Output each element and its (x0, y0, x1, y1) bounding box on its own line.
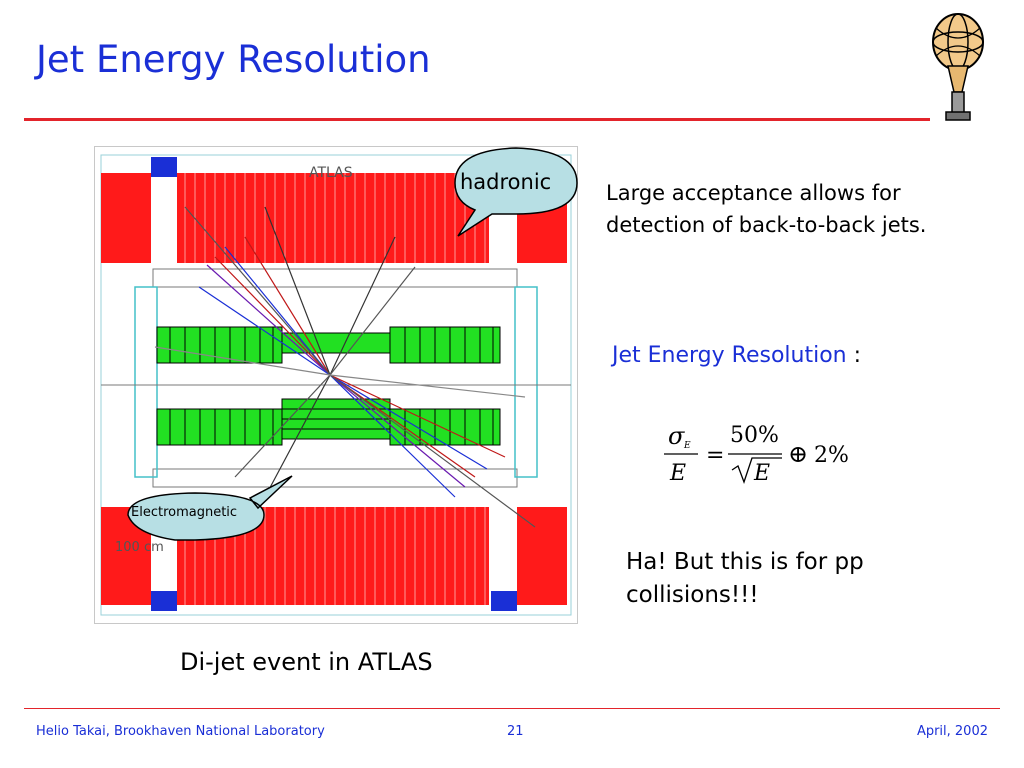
muon-chamber-top-left (101, 173, 151, 263)
em-calorimeter-top-right (389, 326, 501, 364)
formula-sqrt-argument: E (753, 461, 770, 486)
jer-colon: : (846, 343, 862, 368)
atlas-logo-icon (932, 13, 984, 121)
hadronic-callout: hadronic (460, 170, 552, 194)
jer-label: Jet Energy Resolution (612, 343, 847, 368)
footer-page-number: 21 (507, 724, 524, 739)
figure-atlas-label: ATLAS (309, 165, 353, 181)
formula-equals: = (706, 443, 724, 468)
formula-constant: 2% (814, 443, 849, 468)
footer-date: April, 2002 (916, 724, 988, 739)
pp-collisions-note: Ha! But this is for pp collisions!!! (626, 549, 864, 608)
jer-heading: Jet Energy Resolution : (612, 343, 861, 368)
electromagnetic-callout: Electromagnetic (131, 505, 238, 520)
formula-oplus: ⊕ (788, 440, 808, 468)
footer-divider (24, 708, 1000, 709)
hadronic-bubble (454, 147, 578, 237)
formula-denominator: E (669, 461, 686, 486)
em-calorimeter-bottom-left (156, 408, 283, 446)
acceptance-text: Large acceptance allows for detection of… (606, 181, 927, 237)
formula-sigma-subscript: E (683, 441, 691, 451)
figure-scale-label: 100 cm (115, 540, 164, 555)
slide-title: Jet Energy Resolution (36, 38, 431, 81)
footer-author: Helio Takai, Brookhaven National Laborat… (36, 724, 325, 739)
formula-numerator: 50% (730, 423, 779, 448)
title-divider (24, 118, 930, 121)
resolution-formula: σ E E = 50% E ⊕ 2% (664, 422, 849, 486)
muon-chamber-top (177, 173, 489, 263)
muon-chamber-bottom-right (517, 507, 567, 605)
electromagnetic-bubble (127, 475, 293, 541)
atlas-event-display: ATLAS 100 cm (94, 146, 578, 624)
formula-sigma: σ (668, 422, 685, 450)
figure-caption: Di-jet event in ATLAS (180, 648, 433, 676)
